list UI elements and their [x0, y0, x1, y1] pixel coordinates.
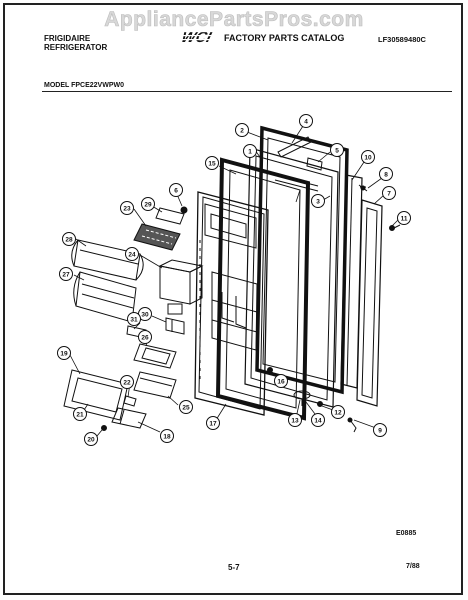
dispenser-grille — [133, 223, 181, 251]
callout-22: 22 — [120, 375, 134, 389]
callout-19: 19 — [57, 346, 71, 360]
callout-24: 24 — [125, 247, 139, 261]
svg-text:21: 21 — [76, 411, 84, 418]
logo-text: WCI — [179, 29, 213, 44]
callout-25: 25 — [179, 400, 193, 414]
svg-text:5: 5 — [335, 147, 339, 154]
svg-text:15: 15 — [208, 160, 216, 167]
brand-name: FRIGIDAIRE — [44, 34, 91, 43]
wci-logo: WCI — [179, 29, 217, 44]
svg-text:27: 27 — [62, 271, 70, 278]
page-number: 5-7 — [228, 563, 240, 572]
callout-18: 18 — [160, 429, 174, 443]
svg-text:22: 22 — [123, 379, 131, 386]
callout-20: 20 — [84, 432, 98, 446]
brand-block: FRIGIDAIRE REFRIGERATOR — [44, 34, 107, 52]
svg-text:6: 6 — [174, 187, 178, 194]
door-bin — [133, 371, 177, 399]
callout-16: 16 — [274, 374, 288, 388]
top-trim — [277, 136, 312, 158]
bin-retainer — [111, 407, 147, 429]
catalog-number: LF30589480C — [378, 35, 426, 44]
svg-text:26: 26 — [141, 334, 149, 341]
header-rule — [42, 91, 452, 92]
callout-17: 17 — [206, 416, 220, 430]
catalog-title: FACTORY PARTS CATALOG — [224, 33, 345, 43]
svg-text:19: 19 — [60, 350, 68, 357]
svg-text:24: 24 — [128, 251, 136, 258]
model-label: MODEL FPCE22VWPW0 — [44, 82, 124, 89]
door-handle — [356, 199, 383, 407]
bin-clip — [123, 395, 137, 407]
svg-text:10: 10 — [364, 154, 372, 161]
callout-6: 6 — [169, 183, 183, 197]
trim-cap — [306, 157, 323, 171]
door-liner-frame — [215, 157, 311, 421]
door-shelf-upper — [71, 239, 144, 281]
callout-15: 15 — [205, 156, 219, 170]
svg-text:29: 29 — [144, 201, 152, 208]
callout-1: 1 — [243, 144, 257, 158]
callout-21: 21 — [73, 407, 87, 421]
leader-lines — [69, 125, 399, 437]
callout-28: 28 — [62, 232, 76, 246]
svg-text:4: 4 — [304, 118, 308, 125]
svg-text:13: 13 — [291, 417, 299, 424]
svg-text:16: 16 — [277, 378, 285, 385]
page-date: 7/88 — [406, 563, 420, 570]
svg-text:31: 31 — [130, 316, 138, 323]
svg-text:3: 3 — [316, 198, 320, 205]
screw-set — [180, 184, 401, 433]
product-type: REFRIGERATOR — [44, 43, 108, 52]
callout-5: 5 — [330, 143, 344, 157]
callout-7: 7 — [382, 186, 396, 200]
svg-text:8: 8 — [384, 171, 388, 178]
callout-13: 13 — [288, 413, 302, 427]
callout-27: 27 — [59, 267, 73, 281]
svg-text:17: 17 — [209, 420, 217, 427]
callout-4: 4 — [299, 114, 313, 128]
svg-text:12: 12 — [334, 409, 342, 416]
callout-31: 31 — [127, 312, 141, 326]
svg-text:18: 18 — [163, 433, 171, 440]
dispenser-trim — [155, 207, 185, 225]
callout-9: 9 — [373, 423, 387, 437]
svg-text:1: 1 — [248, 148, 252, 155]
callout-labels: 2 4 1 15 5 10 8 7 6 3 29 23 11 28 24 27 … — [57, 114, 411, 446]
door-liner — [194, 191, 269, 416]
shelf-bracket — [165, 317, 185, 335]
svg-text:30: 30 — [141, 311, 149, 318]
dairy-bin — [133, 343, 177, 369]
svg-text:28: 28 — [65, 236, 73, 243]
door-gasket — [255, 125, 349, 395]
callout-23: 23 — [120, 201, 134, 215]
callout-2: 2 — [235, 123, 249, 137]
svg-text:25: 25 — [182, 404, 190, 411]
callout-26: 26 — [138, 330, 152, 344]
callout-11: 11 — [397, 211, 411, 225]
callout-10: 10 — [361, 150, 375, 164]
callout-3: 3 — [311, 194, 325, 208]
page-frame — [3, 3, 463, 595]
ice-container — [158, 259, 204, 315]
callout-14: 14 — [311, 413, 325, 427]
svg-text:14: 14 — [314, 417, 322, 424]
diagram-code: E0885 — [396, 530, 417, 537]
callout-29: 29 — [141, 197, 155, 211]
svg-text:7: 7 — [387, 190, 391, 197]
svg-text:23: 23 — [123, 205, 131, 212]
watermark: AppliancePartsPros.com — [104, 8, 364, 32]
svg-text:2: 2 — [240, 127, 244, 134]
svg-text:20: 20 — [87, 436, 95, 443]
svg-text:11: 11 — [401, 215, 408, 222]
hinge-bushing — [293, 390, 311, 406]
callout-8: 8 — [379, 167, 393, 181]
callout-12: 12 — [331, 405, 345, 419]
svg-text:9: 9 — [378, 427, 382, 434]
bin-screw — [101, 425, 107, 431]
